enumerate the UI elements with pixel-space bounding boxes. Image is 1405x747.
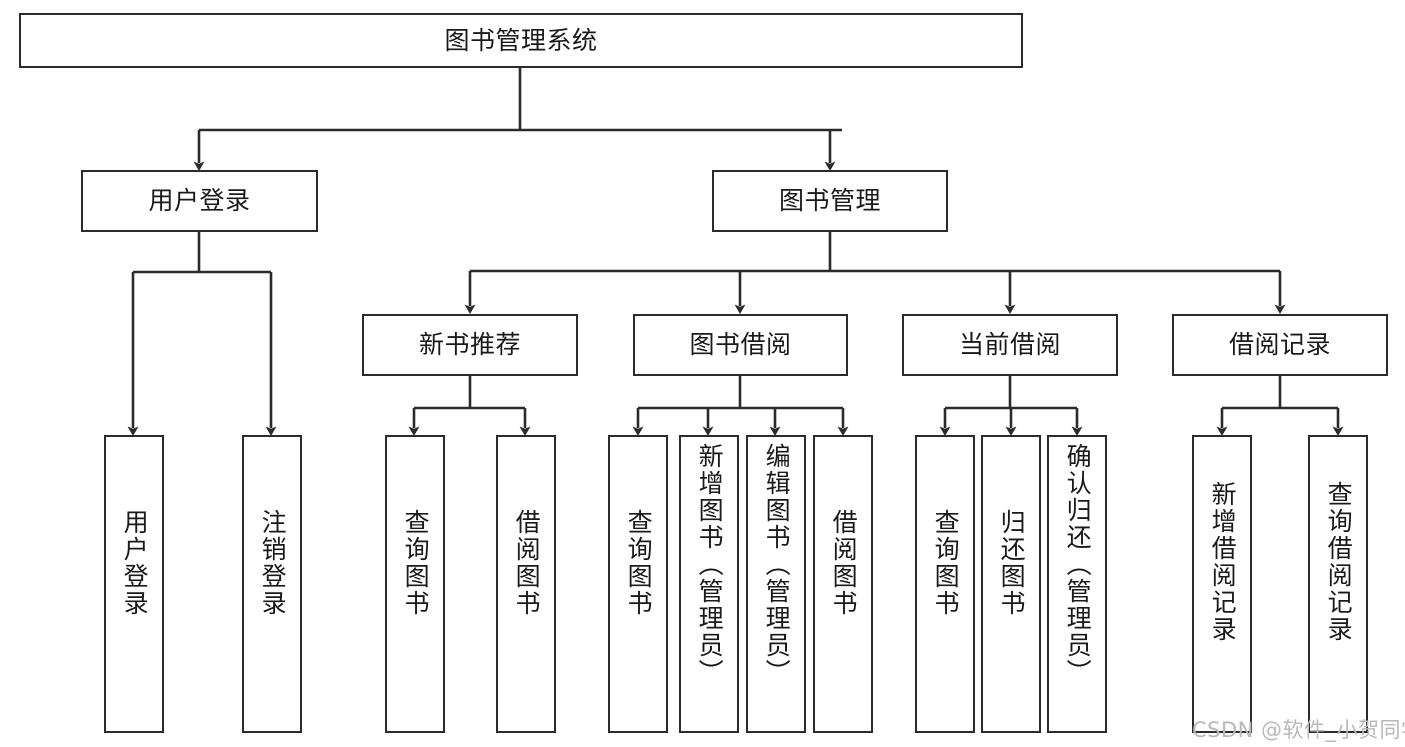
leaf-current-borrow-query-book[interactable]: 查询图书 — [915, 435, 975, 733]
node-label: 归还图书 — [997, 509, 1027, 617]
node-label: 确认归还（管理员） — [1063, 443, 1093, 686]
node-label: 新书推荐 — [418, 330, 521, 360]
leaf-book-borrow-query-book[interactable]: 查询图书 — [608, 435, 668, 733]
node-label: 用户登录 — [120, 509, 150, 617]
leaf-new-book-query-book[interactable]: 查询图书 — [385, 435, 445, 733]
node-label: 借阅图书 — [829, 509, 859, 617]
leaf-borrow-record-add-record[interactable]: 新增借阅记录 — [1192, 435, 1252, 733]
node-label: 编辑图书（管理员） — [762, 443, 792, 686]
node-book-borrow[interactable]: 图书借阅 — [633, 314, 848, 376]
node-label: 注销登录 — [258, 509, 288, 617]
node-root-system[interactable]: 图书管理系统 — [19, 13, 1023, 68]
node-label: 用户登录 — [148, 186, 251, 216]
leaf-user-login-login[interactable]: 用户登录 — [104, 435, 164, 733]
node-label: 图书借阅 — [689, 330, 792, 360]
node-label: 借阅记录 — [1228, 330, 1331, 360]
node-borrow-record[interactable]: 借阅记录 — [1172, 314, 1388, 376]
leaf-new-book-borrow-book[interactable]: 借阅图书 — [496, 435, 556, 733]
leaf-current-borrow-return-book[interactable]: 归还图书 — [981, 435, 1041, 733]
node-current-borrow[interactable]: 当前借阅 — [902, 314, 1118, 376]
node-user-login[interactable]: 用户登录 — [81, 170, 318, 232]
csdn-watermark: CSDN @软件_小贺同学 — [1192, 718, 1405, 742]
node-label: 当前借阅 — [958, 330, 1061, 360]
node-book-management[interactable]: 图书管理 — [712, 170, 948, 232]
node-label: 查询图书 — [624, 509, 654, 617]
node-new-book-recommend[interactable]: 新书推荐 — [362, 314, 578, 376]
node-label: 查询图书 — [401, 509, 431, 617]
node-label: 新增借阅记录 — [1208, 481, 1238, 643]
leaf-book-borrow-edit-book-admin[interactable]: 编辑图书（管理员） — [746, 435, 806, 733]
node-label: 图书管理 — [778, 186, 881, 216]
node-label: 查询借阅记录 — [1324, 481, 1354, 643]
node-label: 图书管理系统 — [444, 25, 598, 55]
node-label: 查询图书 — [931, 509, 961, 617]
leaf-borrow-record-query-record[interactable]: 查询借阅记录 — [1308, 435, 1368, 733]
leaf-user-login-logout[interactable]: 注销登录 — [242, 435, 302, 733]
leaf-book-borrow-borrow-book[interactable]: 借阅图书 — [813, 435, 873, 733]
leaf-book-borrow-add-book-admin[interactable]: 新增图书（管理员） — [679, 435, 739, 733]
node-label: 借阅图书 — [512, 509, 542, 617]
leaf-current-borrow-confirm-return-admin[interactable]: 确认归还（管理员） — [1047, 435, 1107, 733]
node-label: 新增图书（管理员） — [695, 443, 725, 686]
